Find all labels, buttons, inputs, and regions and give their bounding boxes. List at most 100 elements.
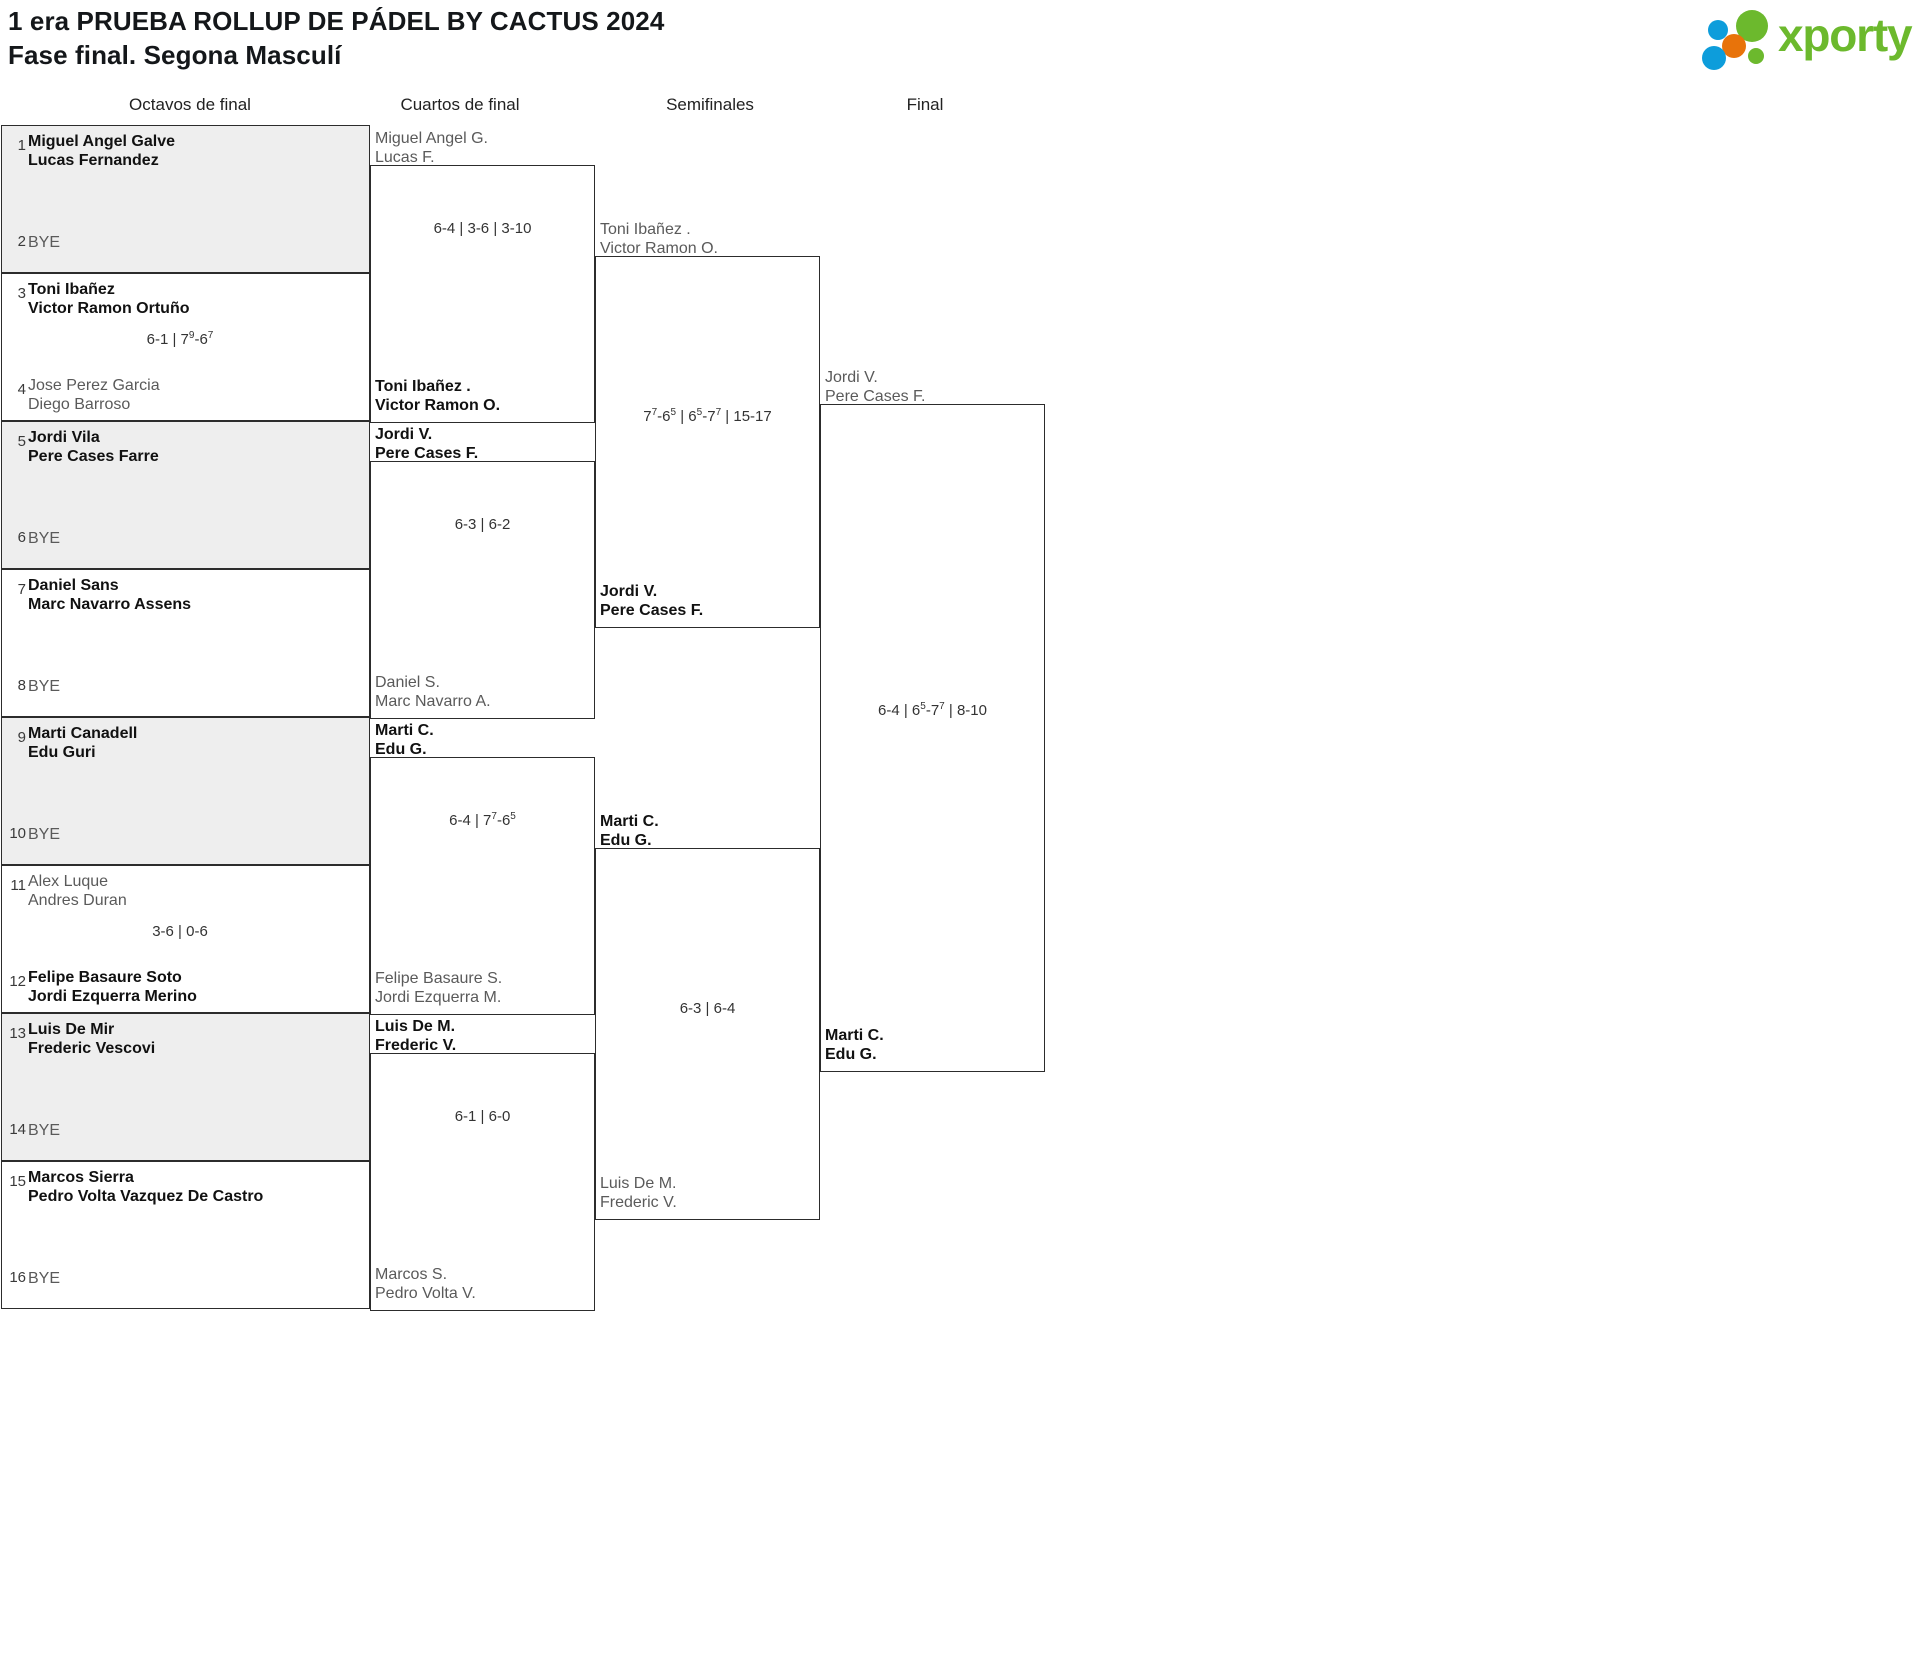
round1-team-bottom-4[interactable]: BYE	[28, 677, 358, 696]
player-name-2: Pere Cases F.	[825, 388, 926, 405]
quarterfinal-team-bottom-3[interactable]: Felipe Basaure S.Jordi Ezquerra M.	[375, 969, 590, 1007]
seed-number-8: 8	[17, 677, 26, 694]
player-name-1: Daniel Sans	[28, 577, 119, 594]
round1-team-bottom-1[interactable]: BYE	[28, 233, 358, 252]
player-name-2: Frederic Vescovi	[28, 1040, 156, 1057]
player-name-1: Toni Ibañez .	[375, 378, 471, 395]
quarterfinal-team-top-1[interactable]: Miguel Angel G. Lucas F.	[375, 129, 590, 167]
seed-number-6: 6	[17, 529, 26, 546]
quarterfinal-team-top-3[interactable]: Marti C.Edu G.	[375, 721, 590, 759]
player-name-2: Lucas F.	[375, 149, 435, 166]
round1-match-box-2[interactable]	[1, 273, 370, 421]
player-name-2: Pere Cases F.	[600, 602, 704, 619]
quarterfinal-score-2: 6-3 | 6-2	[454, 516, 511, 533]
player-name-2: Marc Navarro A.	[375, 693, 491, 710]
round1-match-box-3[interactable]	[1, 421, 370, 569]
player-name-1: Marti Canadell	[28, 725, 138, 742]
quarterfinal-match-box-1[interactable]	[370, 165, 595, 423]
player-name-2: Edu G.	[825, 1046, 877, 1063]
player-name-2: Jordi Ezquerra Merino	[28, 988, 197, 1005]
logo-wordmark: xporty	[1778, 9, 1913, 61]
quarterfinal-team-bottom-1[interactable]: Toni Ibañez .Victor Ramon O.	[375, 377, 590, 415]
semifinal-match-box-2[interactable]	[595, 848, 820, 1220]
player-name-1: Alex Luque	[28, 873, 109, 890]
round-header-cuartos: Cuartos de final	[400, 95, 520, 114]
logo-dot-blue-small	[1708, 20, 1728, 40]
seed-number-15: 15	[9, 1173, 26, 1190]
round1-match-box-6[interactable]	[1, 865, 370, 1013]
round1-match-box-5[interactable]	[1, 717, 370, 865]
quarterfinal-match-box-3[interactable]	[370, 757, 595, 1015]
quarterfinal-match-box-4[interactable]	[370, 1053, 595, 1311]
semifinal-team-bottom-2[interactable]: Luis De M.Frederic V.	[600, 1174, 815, 1212]
quarterfinal-team-bottom-2[interactable]: Daniel S. Marc Navarro A.	[375, 673, 590, 711]
round1-match-box-7[interactable]	[1, 1013, 370, 1161]
player-name-2: Pere Cases Farre	[28, 448, 159, 465]
xporty-logo: xporty	[1700, 6, 1920, 70]
seed-number-5: 5	[17, 433, 26, 450]
player-name-2: Pedro Volta V.	[375, 1285, 476, 1302]
seed-number-9: 9	[17, 729, 26, 746]
semifinal-team-bottom-1[interactable]: Jordi V.Pere Cases F.	[600, 582, 815, 620]
round1-match-box-1[interactable]	[1, 125, 370, 273]
seed-number-16: 16	[9, 1269, 26, 1286]
player-name-2: Frederic V.	[375, 1037, 457, 1054]
player-name-1: Luis De Mir	[28, 1021, 115, 1038]
seed-number-11: 11	[10, 877, 26, 894]
round1-team-bottom-7[interactable]: BYE	[28, 1121, 358, 1140]
player-name-2: Pere Cases F.	[375, 445, 479, 462]
semifinal-score-2: 6-3 | 6-4	[679, 1000, 736, 1017]
final-match-box[interactable]	[820, 404, 1045, 1072]
semifinal-team-top-2[interactable]: Marti C.Edu G.	[600, 812, 815, 850]
player-name-2: Andres Duran	[28, 892, 127, 909]
round1-team-bottom-3[interactable]: BYE	[28, 529, 358, 548]
round-header-octavos: Octavos de final	[129, 95, 251, 114]
player-name-1: Toni Ibañez	[28, 281, 115, 298]
seed-number-13: 13	[9, 1025, 26, 1042]
logo-dot-orange	[1722, 34, 1746, 58]
bye-label: BYE	[28, 1122, 61, 1139]
round1-match-box-8[interactable]	[1, 1161, 370, 1309]
quarterfinal-team-bottom-4[interactable]: Marcos S.Pedro Volta V.	[375, 1265, 590, 1303]
final-team-top[interactable]: Jordi V. Pere Cases F.	[825, 368, 1040, 406]
round1-team-bottom-5[interactable]: BYE	[28, 825, 358, 844]
seed-number-14: 14	[9, 1121, 26, 1138]
player-name-2: Lucas Fernandez	[28, 152, 159, 169]
quarterfinal-team-top-2[interactable]: Jordi V.Pere Cases F.	[375, 425, 590, 463]
seed-number-2: 2	[17, 233, 26, 250]
round-header-final: Final	[906, 95, 944, 114]
quarterfinal-team-top-4[interactable]: Luis De M.Frederic V.	[375, 1017, 590, 1055]
seed-number-12: 12	[9, 973, 26, 990]
player-name-1: Jordi Vila	[28, 429, 100, 446]
player-name-2: Edu G.	[600, 832, 652, 849]
player-name-2: Marc Navarro Assens	[28, 596, 192, 613]
final-team-bottom[interactable]: Marti C.Edu G.	[825, 1026, 1040, 1064]
player-name-2: Jordi Ezquerra M.	[375, 989, 502, 1006]
player-name-1: Miguel Angel G.	[375, 130, 488, 147]
quarterfinal-match-box-2[interactable]	[370, 461, 595, 719]
bye-label: BYE	[28, 1270, 61, 1287]
player-name-1: Daniel S.	[375, 674, 440, 691]
player-name-2: Pedro Volta Vazquez De Castro	[28, 1188, 264, 1205]
player-name-1: Jordi V.	[825, 369, 878, 386]
round1-team-bottom-8[interactable]: BYE	[28, 1269, 358, 1288]
player-name-2: Victor Ramon Ortuño	[28, 300, 190, 317]
round1-match-box-4[interactable]	[1, 569, 370, 717]
player-name-1: Toni Ibañez .	[600, 221, 691, 238]
player-name-2: Victor Ramon O.	[600, 240, 718, 257]
seed-number-7: 7	[17, 581, 26, 598]
semifinal-team-top-1[interactable]: Toni Ibañez . Victor Ramon O.	[600, 220, 815, 258]
semifinal-match-box-1[interactable]	[595, 256, 820, 628]
bye-label: BYE	[28, 826, 61, 843]
